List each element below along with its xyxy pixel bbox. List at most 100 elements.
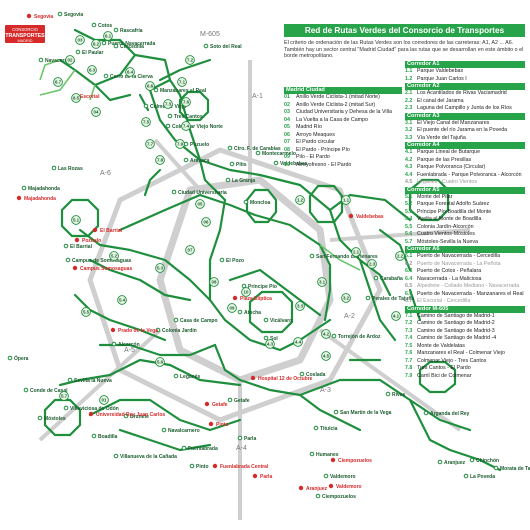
route-badge-label: 4.2	[323, 332, 330, 337]
route-badge-label: 6.5	[73, 96, 80, 101]
route-badge-5-7[interactable]: 5.7	[59, 391, 69, 401]
route-badge-03[interactable]: 03	[75, 35, 85, 45]
place-label-chinchon: Chinchón	[476, 458, 499, 464]
place-dot	[63, 243, 69, 249]
place-dot	[51, 165, 57, 171]
route-badge-label: 1.2	[297, 198, 304, 203]
route-badge-label: 2.2	[397, 254, 404, 259]
legend-corridor-title: Corredor A4	[405, 142, 525, 149]
route-badge-label: 07	[188, 248, 193, 253]
place-label-principe-pio: Príncipe Pío	[248, 284, 277, 290]
route-badge-06[interactable]: 06	[201, 217, 211, 227]
station-icon	[250, 375, 256, 381]
route-badge-7-3[interactable]: 7.3	[163, 99, 173, 109]
route-badge-6-4[interactable]: 6.4	[125, 67, 135, 77]
map-intro: El criterio de ordenación de las Rutas V…	[284, 40, 524, 60]
route-badge-6-6[interactable]: 6.6	[145, 81, 155, 91]
route-badge-6-1[interactable]: 6.1	[103, 31, 113, 41]
station-icon	[74, 237, 80, 243]
route-badge-09[interactable]: 09	[227, 303, 237, 313]
place-dot	[91, 22, 97, 28]
route-badge-07[interactable]: 07	[185, 245, 195, 255]
legend-item-code: 7.7	[405, 357, 413, 364]
place-dot	[315, 493, 321, 499]
route-badge-7-1[interactable]: 7.1	[177, 77, 187, 87]
place-label-rivas: Rivas	[392, 392, 406, 398]
place-label-ciudad-universitaria: Ciudad Universitaria	[178, 190, 227, 196]
route-badge-02[interactable]: 02	[65, 55, 75, 65]
route-badge-7-6[interactable]: 7.6	[181, 97, 191, 107]
route-badge-7-9[interactable]: 7.9	[175, 139, 185, 149]
route-badge-3-1[interactable]: 3.1	[317, 277, 327, 287]
place-dot	[91, 433, 97, 439]
route-badge-label: 6.3	[89, 68, 96, 73]
route-badge-7-5[interactable]: 7.5	[141, 117, 151, 127]
place-dot	[331, 333, 337, 339]
route-badge-01[interactable]: 01	[99, 395, 109, 405]
route-badge-4-5[interactable]: 4.5	[321, 351, 331, 361]
legend-item-name: Camino de Santiago de Madrid-3	[417, 327, 495, 334]
route-badge-5-4[interactable]: 5.4	[117, 295, 127, 305]
legend-item-name: Parque de las Presillas	[417, 156, 472, 163]
route-badge-5-2[interactable]: 5.2	[109, 251, 119, 261]
route-badge-4-4[interactable]: 4.4	[293, 337, 303, 347]
place-dot	[333, 409, 339, 415]
station-label-plaza-eliptica: Plaza Elíptica	[240, 296, 272, 302]
route-badge-3-3[interactable]: 3.3	[295, 301, 305, 311]
route-badge-5-1[interactable]: 5.1	[71, 215, 81, 225]
station-label-majadahonda: Majadahonda	[24, 196, 56, 202]
route-badge-2-3[interactable]: 2.3	[367, 259, 377, 269]
route-badge-label: 1.1	[343, 198, 350, 203]
place-dot	[165, 123, 171, 129]
route-badge-1-1[interactable]: 1.1	[341, 195, 351, 205]
route-badge-3-2[interactable]: 3.2	[341, 293, 351, 303]
route-badge-label: 6.4	[127, 70, 134, 75]
route-badge-7-2[interactable]: 7.2	[185, 55, 195, 65]
route-badge-6-5[interactable]: 6.5	[71, 93, 81, 103]
legend-item-name: Parque Valdebebas	[417, 68, 464, 74]
route-badge-08[interactable]: 08	[209, 277, 219, 287]
route-badge-7-8[interactable]: 7.8	[155, 155, 165, 165]
legend-item-name: Madrid Río	[296, 124, 322, 130]
route-badge-10[interactable]: 10	[241, 287, 251, 297]
route-badge-04[interactable]: 04	[91, 107, 101, 117]
legend-item-code: 3.3	[405, 134, 413, 141]
place-label-pitis: Pitis	[236, 162, 247, 168]
route-badge-05[interactable]: 05	[195, 199, 205, 209]
route-badge-1-2[interactable]: 1.2	[295, 195, 305, 205]
place-label-boadilla: Boadilla	[98, 434, 118, 440]
route-badge-5-6[interactable]: 5.6	[155, 357, 165, 367]
route-badge-6-7[interactable]: 6.7	[53, 77, 63, 87]
place-label-ciempozuelos: Ciempozuelos	[322, 494, 356, 500]
route-badge-6-2[interactable]: 6.2	[91, 39, 101, 49]
place-dot	[181, 445, 187, 451]
route-badge-5-5[interactable]: 5.5	[81, 307, 91, 317]
route-badge-2-2[interactable]: 2.2	[395, 251, 405, 261]
place-dot	[255, 150, 261, 156]
legend-item-name: Puerto de Navacerrada - Cercedilla	[417, 253, 501, 259]
legend-item-code: 6.3	[405, 268, 413, 274]
place-label-atocha: Atocha	[244, 310, 261, 316]
legend-item-code: 4.1	[405, 149, 413, 155]
route-badge-5-3[interactable]: 5.3	[155, 263, 165, 273]
logo-line1: CONSORCIO	[12, 27, 39, 32]
route-badge-4-2[interactable]: 4.2	[321, 329, 331, 339]
route-badge-2-1[interactable]: 2.1	[351, 247, 361, 257]
route-badge-7-4[interactable]: 7.4	[181, 121, 191, 131]
route-badge-6-3[interactable]: 6.3	[87, 65, 97, 75]
route-badge-4-1[interactable]: 4.1	[391, 311, 401, 321]
station-icon	[88, 411, 94, 417]
route-badge-label: 4.1	[393, 314, 400, 319]
place-dot	[365, 295, 371, 301]
route-badge-4-3[interactable]: 4.3	[265, 339, 275, 349]
place-dot	[113, 43, 119, 49]
route-badge-7-7[interactable]: 7.7	[145, 139, 155, 149]
legend-item-code: 7.2	[405, 320, 413, 326]
